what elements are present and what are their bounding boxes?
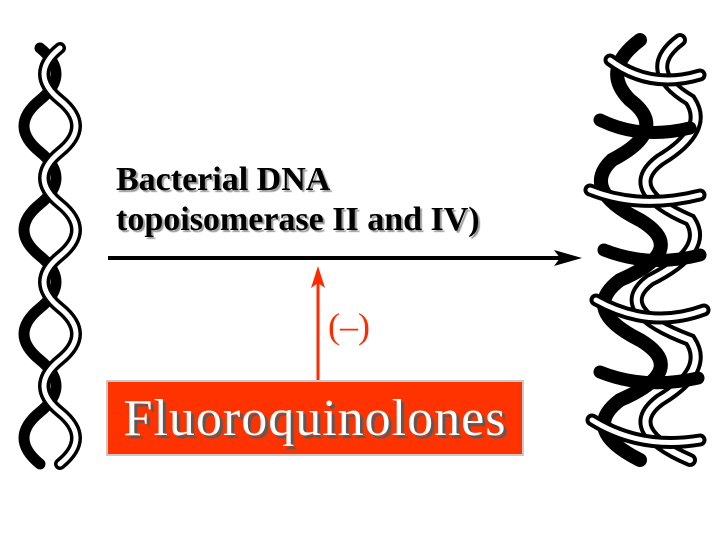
drug-label: Fluoroquinolones <box>123 389 507 447</box>
inhibition-symbol: (–) <box>328 306 370 346</box>
supercoiled-dna-icon <box>583 33 711 467</box>
enzyme-label-line2: topoisomerase II and IV) <box>116 201 480 238</box>
reaction-arrow-icon <box>108 250 582 266</box>
inhibition-arrow-icon <box>311 266 325 380</box>
relaxed-dna-icon <box>18 42 82 470</box>
enzyme-label-line1: Bacterial DNA <box>116 161 331 198</box>
enzyme-label: Bacterial DNA topoisomerase II and IV) <box>116 160 480 240</box>
drug-box: Fluoroquinolones <box>106 380 524 456</box>
